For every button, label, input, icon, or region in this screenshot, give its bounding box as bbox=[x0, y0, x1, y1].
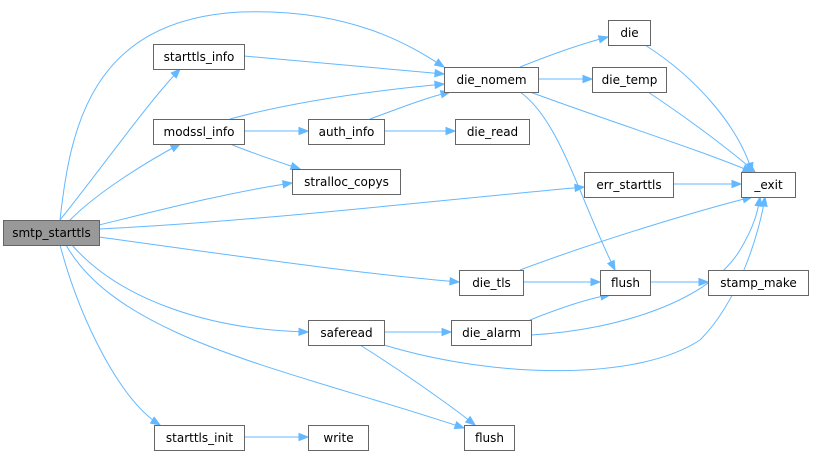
node-label: starttls_init bbox=[166, 431, 234, 445]
node-label: die_tls bbox=[472, 276, 511, 290]
edge-die-nomem-to-die-temp bbox=[538, 74, 594, 84]
node-label: flush bbox=[475, 431, 504, 445]
node-err-starttls[interactable]: err_starttls bbox=[584, 172, 674, 198]
edge-starttls-info-to-die-nomem bbox=[243, 55, 446, 78]
node-label: die_read bbox=[467, 125, 518, 139]
edge-modssl-info-to-auth-info bbox=[244, 126, 310, 136]
node-write[interactable]: write bbox=[308, 425, 369, 451]
edge-die-nomem-to-flush-a bbox=[519, 91, 616, 272]
node-starttls-info[interactable]: starttls_info bbox=[153, 44, 245, 70]
node-die-alarm[interactable]: die_alarm bbox=[451, 320, 532, 346]
edge-auth-info-to-die-read bbox=[384, 126, 457, 136]
edge-die-nomem-to-die bbox=[519, 35, 610, 68]
edge-smtp-starttls-to-die-nomem bbox=[59, 11, 446, 221]
node-stamp-make[interactable]: stamp_make bbox=[708, 270, 809, 296]
node-label: smtp_starttls bbox=[12, 226, 91, 240]
node-die-nomem[interactable]: die_nomem bbox=[444, 67, 539, 93]
node-flush-a[interactable]: flush bbox=[600, 270, 651, 296]
edge-die-tls-to-exit bbox=[519, 195, 754, 271]
edge-die-alarm-to-exit bbox=[530, 195, 763, 336]
node-auth-info[interactable]: auth_info bbox=[308, 119, 385, 145]
edge-smtp-starttls-to-modssl-info bbox=[69, 143, 182, 221]
node-label: _exit bbox=[753, 178, 783, 192]
node-label: stamp_make bbox=[720, 276, 797, 290]
edge-starttls-init-to-write bbox=[244, 432, 310, 442]
edge-die-nomem-to-exit bbox=[529, 91, 754, 173]
node-label: stralloc_copys bbox=[304, 175, 389, 189]
edge-die-alarm-to-flush-a bbox=[529, 292, 612, 321]
node-label: saferead bbox=[320, 326, 372, 340]
node-label: flush bbox=[611, 276, 640, 290]
node-die[interactable]: die bbox=[608, 20, 651, 46]
edge-smtp-starttls-to-flush-b bbox=[65, 244, 466, 430]
edge-modssl-info-to-die-nomem bbox=[229, 80, 446, 120]
node-die-tls[interactable]: die_tls bbox=[459, 270, 524, 296]
edge-smtp-starttls-to-die-tls bbox=[98, 236, 461, 286]
node-label: write bbox=[323, 431, 353, 445]
node-die-read[interactable]: die_read bbox=[455, 119, 530, 145]
node-exit[interactable]: _exit bbox=[741, 172, 796, 198]
node-modssl-info[interactable]: modssl_info bbox=[153, 119, 245, 145]
edge-err-starttls-to-exit bbox=[673, 179, 743, 189]
node-die-temp[interactable]: die_temp bbox=[592, 67, 667, 93]
node-saferead[interactable]: saferead bbox=[308, 320, 385, 346]
node-stralloc-copys[interactable]: stralloc_copys bbox=[292, 169, 401, 195]
edge-smtp-starttls-to-stralloc-copys bbox=[98, 180, 294, 226]
edge-auth-info-to-die-nomem bbox=[369, 90, 452, 120]
node-starttls-init[interactable]: starttls_init bbox=[154, 425, 245, 451]
edge-flush-a-to-stamp-make bbox=[650, 277, 710, 287]
node-smtp-starttls[interactable]: smtp_starttls bbox=[3, 220, 100, 246]
node-label: die bbox=[620, 26, 638, 40]
edge-saferead-to-die-alarm bbox=[384, 327, 453, 337]
edge-die-tls-to-flush-a bbox=[523, 277, 602, 287]
node-label: err_starttls bbox=[596, 178, 661, 192]
edge-layer bbox=[59, 11, 768, 442]
edge-die-temp-to-exit bbox=[647, 91, 757, 173]
node-label: auth_info bbox=[319, 125, 375, 139]
node-label: die_nomem bbox=[456, 73, 526, 87]
node-label: modssl_info bbox=[164, 125, 235, 139]
node-layer: smtp_starttlsstarttls_infomodssl_infodie… bbox=[3, 20, 809, 451]
node-label: die_alarm bbox=[462, 326, 521, 340]
edge-smtp-starttls-to-starttls-info bbox=[59, 68, 181, 221]
edge-die-to-exit bbox=[644, 44, 754, 174]
node-label: starttls_info bbox=[164, 50, 235, 64]
edge-saferead-to-flush-b bbox=[359, 344, 477, 426]
node-flush-b[interactable]: flush bbox=[464, 425, 515, 451]
edge-smtp-starttls-to-saferead bbox=[71, 244, 310, 337]
edge-modssl-info-to-stralloc-copys bbox=[229, 143, 302, 171]
node-label: die_temp bbox=[602, 73, 658, 87]
edge-smtp-starttls-to-starttls-init bbox=[59, 244, 162, 426]
